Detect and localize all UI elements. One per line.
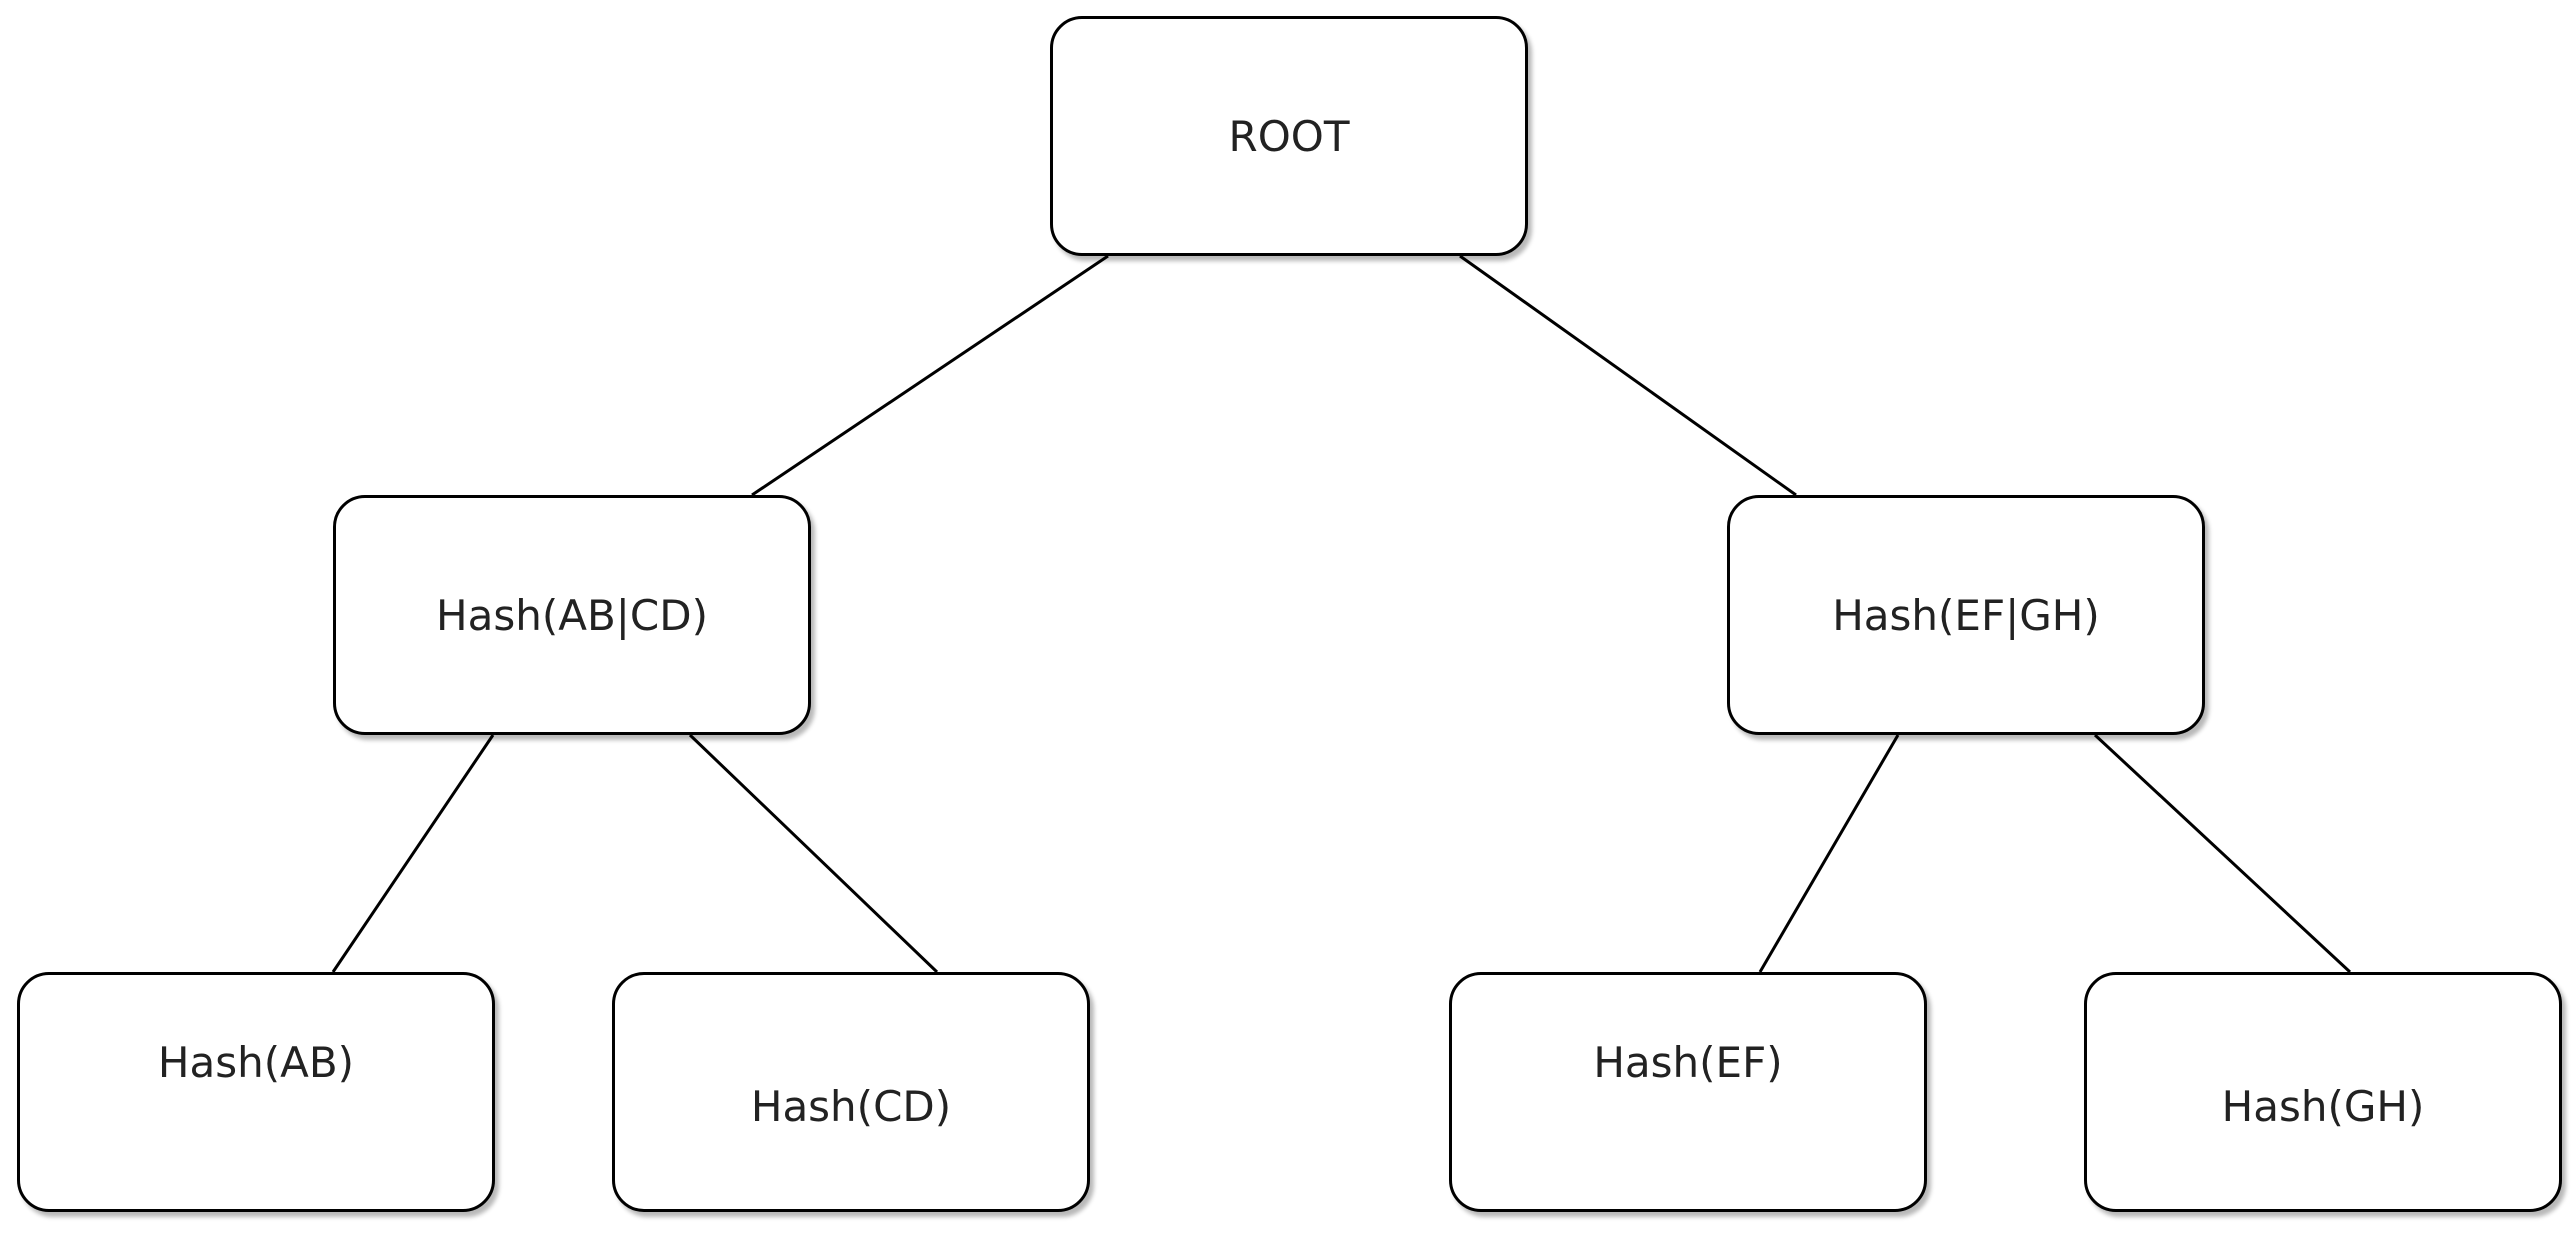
node-hash-ef-label: Hash(EF)	[1593, 1038, 1783, 1087]
edge-ab-cd-to-cd	[688, 733, 939, 974]
node-hash-gh[interactable]: Hash(GH)	[2084, 972, 2562, 1212]
node-hash-ef[interactable]: Hash(EF)	[1449, 972, 1927, 1212]
node-hash-cd-label: Hash(CD)	[750, 1081, 952, 1131]
node-hash-ef-gh-label: Hash(EF|GH)	[1832, 590, 2100, 640]
node-hash-ab[interactable]: Hash(AB)	[17, 972, 495, 1212]
node-hash-ab-cd-label: Hash(AB|CD)	[436, 590, 708, 640]
node-hash-ef-gh[interactable]: Hash(EF|GH)	[1727, 495, 2205, 735]
edge-ef-gh-to-ef	[1758, 734, 1900, 973]
edge-ab-cd-to-ab	[331, 734, 495, 973]
edge-ef-gh-to-gh	[2093, 733, 2352, 974]
node-hash-cd[interactable]: Hash(CD)	[612, 972, 1090, 1212]
node-hash-gh-label: Hash(GH)	[2221, 1081, 2425, 1131]
node-root[interactable]: ROOT	[1050, 16, 1528, 256]
node-hash-ab-cd[interactable]: Hash(AB|CD)	[333, 495, 811, 735]
edge-root-to-ab-cd	[751, 254, 1109, 497]
edge-root-to-ef-gh	[1459, 254, 1797, 497]
node-root-label: ROOT	[1228, 111, 1350, 161]
node-hash-ab-label: Hash(AB)	[157, 1038, 355, 1087]
